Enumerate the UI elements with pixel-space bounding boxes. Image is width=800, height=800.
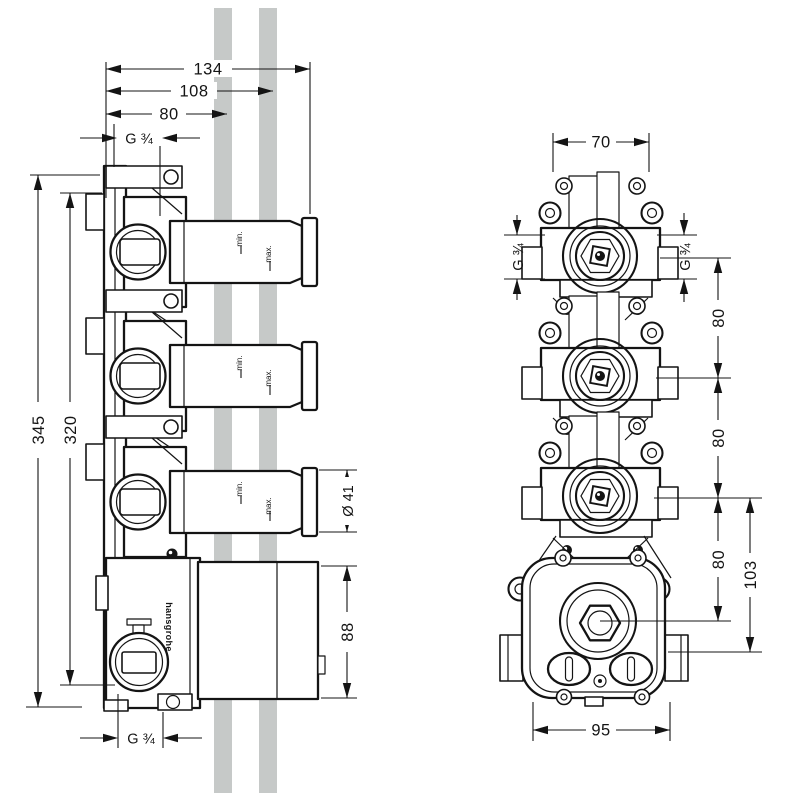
dim-bottom-width: 95 <box>591 722 610 740</box>
front-view <box>499 170 689 707</box>
dim-spacing-2: 80 <box>710 428 728 447</box>
max-label-2: max. <box>264 369 273 386</box>
dim-spacing-3: 80 <box>710 550 728 569</box>
dim-mid-width: 108 <box>179 83 208 101</box>
plaster-depth-labels: min. max. min. max. min. max. <box>235 231 273 521</box>
hex-nut <box>578 604 622 642</box>
dim-min-width: 80 <box>159 106 178 124</box>
thermostat-front <box>499 535 689 707</box>
valve-module-front-3 <box>520 410 680 562</box>
dim-inner-height: 320 <box>62 415 80 444</box>
outlet-port-right <box>608 651 654 687</box>
dim-spacing-1: 80 <box>710 308 728 327</box>
thread-right-label: G ¾ <box>678 242 694 270</box>
dim-spout-diameter: Ø 41 <box>341 485 357 516</box>
max-label-3: max. <box>264 497 273 514</box>
spout-3 <box>168 466 319 538</box>
dim-top-width: 70 <box>591 134 610 152</box>
min-label-2: min. <box>235 355 244 370</box>
thread-left-label: G ¾ <box>511 242 527 270</box>
thermostat-side: hansgrohe <box>95 556 202 712</box>
thread-bottom-label: G ¾ <box>127 732 155 748</box>
dim-box-height: 88 <box>339 622 357 641</box>
spout-1 <box>168 216 319 288</box>
dim-total-height: 345 <box>30 415 48 444</box>
min-label-3: min. <box>235 481 244 496</box>
dim-total-width: 134 <box>193 61 222 79</box>
dimension-annotations: 134 108 80 G ¾ 345 320 Ø 41 88 G ¾ 70 G … <box>26 60 762 748</box>
function-block-box <box>196 560 326 701</box>
dim-outlet-offset: 103 <box>742 560 760 589</box>
min-label-1: min. <box>235 231 244 246</box>
thread-top-label: G ¾ <box>125 132 153 148</box>
outlet-port-left <box>546 651 592 687</box>
max-label-1: max. <box>264 245 273 262</box>
spout-2 <box>168 340 319 412</box>
brand-label: hansgrohe <box>164 602 174 652</box>
side-view: hansgrohe min. max. min. max. min. max. <box>84 164 326 712</box>
